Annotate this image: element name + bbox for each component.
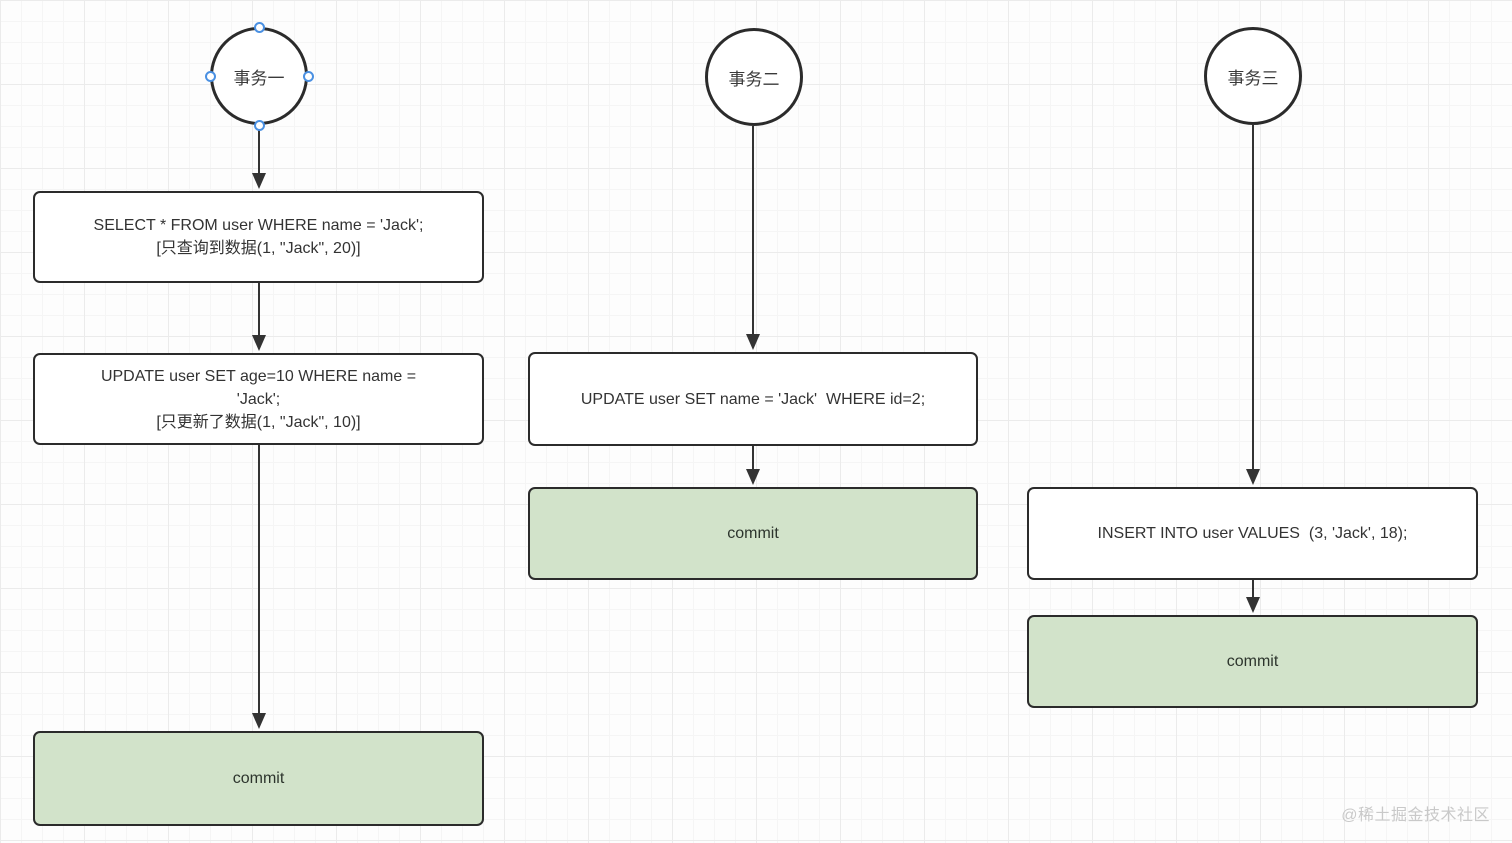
sql-result-line: [只查询到数据(1, "Jack", 20)]	[156, 240, 361, 257]
arrowhead-down-icon	[746, 334, 760, 350]
arrow-shaft	[1251, 124, 1255, 472]
arrowhead-down-icon	[746, 469, 760, 485]
transaction-node-1[interactable]: 事务一	[204, 21, 314, 131]
arrowhead-down-icon	[1246, 469, 1260, 485]
sql-step-box-update-t1[interactable]: UPDATE user SET age=10 WHERE name = 'Jac…	[33, 353, 484, 445]
arrow-shaft	[751, 446, 755, 472]
commit-box-t3[interactable]: commit	[1027, 615, 1478, 708]
commit-label: commit	[727, 525, 779, 542]
arrowhead-down-icon	[252, 335, 266, 351]
arrow-shaft	[257, 125, 261, 176]
arrow-connector[interactable]	[251, 283, 267, 351]
sql-line: 'Jack';	[236, 390, 281, 408]
selection-handle-bottom[interactable]	[253, 119, 265, 131]
arrow-connector[interactable]	[1245, 124, 1261, 485]
commit-box-t2[interactable]: commit	[528, 487, 978, 580]
sql-step-box-insert[interactable]: INSERT INTO user VALUES (3, 'Jack', 18);	[1027, 487, 1478, 580]
arrow-connector[interactable]	[251, 125, 267, 189]
arrow-connector[interactable]	[251, 445, 267, 729]
transaction-node-2[interactable]: 事务二	[705, 28, 803, 126]
sql-line: UPDATE user SET name = 'Jack' WHERE id=2…	[580, 390, 926, 408]
selection-handle-left[interactable]	[204, 70, 216, 82]
commit-box-t1[interactable]: commit	[33, 731, 484, 826]
sql-line: UPDATE user SET age=10 WHERE name =	[100, 367, 417, 385]
arrow-shaft	[1251, 580, 1255, 600]
arrow-shaft	[751, 126, 755, 337]
selection-handle-top[interactable]	[253, 21, 265, 33]
arrow-connector[interactable]	[1245, 580, 1261, 613]
sql-result-line: [只更新了数据(1, "Jack", 10)]	[156, 413, 361, 431]
arrow-connector[interactable]	[745, 126, 761, 350]
arrow-shaft	[257, 445, 261, 716]
arrowhead-down-icon	[252, 713, 266, 729]
transaction-node-3[interactable]: 事务三	[1204, 27, 1302, 125]
transaction-circle: 事务二	[705, 28, 803, 126]
arrowhead-down-icon	[1246, 597, 1260, 613]
sql-step-box-select[interactable]: SELECT * FROM user WHERE name = 'Jack'; …	[33, 191, 484, 283]
commit-label: commit	[232, 770, 285, 787]
transaction-label: 事务二	[728, 69, 780, 89]
selection-handle-right[interactable]	[302, 70, 314, 82]
sql-step-box-update-t2[interactable]: UPDATE user SET name = 'Jack' WHERE id=2…	[528, 352, 978, 446]
arrow-shaft	[257, 283, 261, 338]
transaction-label: 事务一	[233, 68, 285, 88]
watermark: @稀土掘金技术社区	[1341, 807, 1490, 824]
transaction-circle: 事务三	[1204, 27, 1302, 125]
commit-label: commit	[1226, 653, 1279, 670]
sql-line: INSERT INTO user VALUES (3, 'Jack', 18);	[1097, 525, 1408, 542]
transaction-label: 事务三	[1227, 68, 1279, 88]
arrowhead-down-icon	[252, 173, 266, 189]
transaction-circle: 事务一	[210, 27, 308, 125]
sql-line: SELECT * FROM user WHERE name = 'Jack';	[93, 217, 424, 234]
arrow-connector[interactable]	[745, 446, 761, 485]
